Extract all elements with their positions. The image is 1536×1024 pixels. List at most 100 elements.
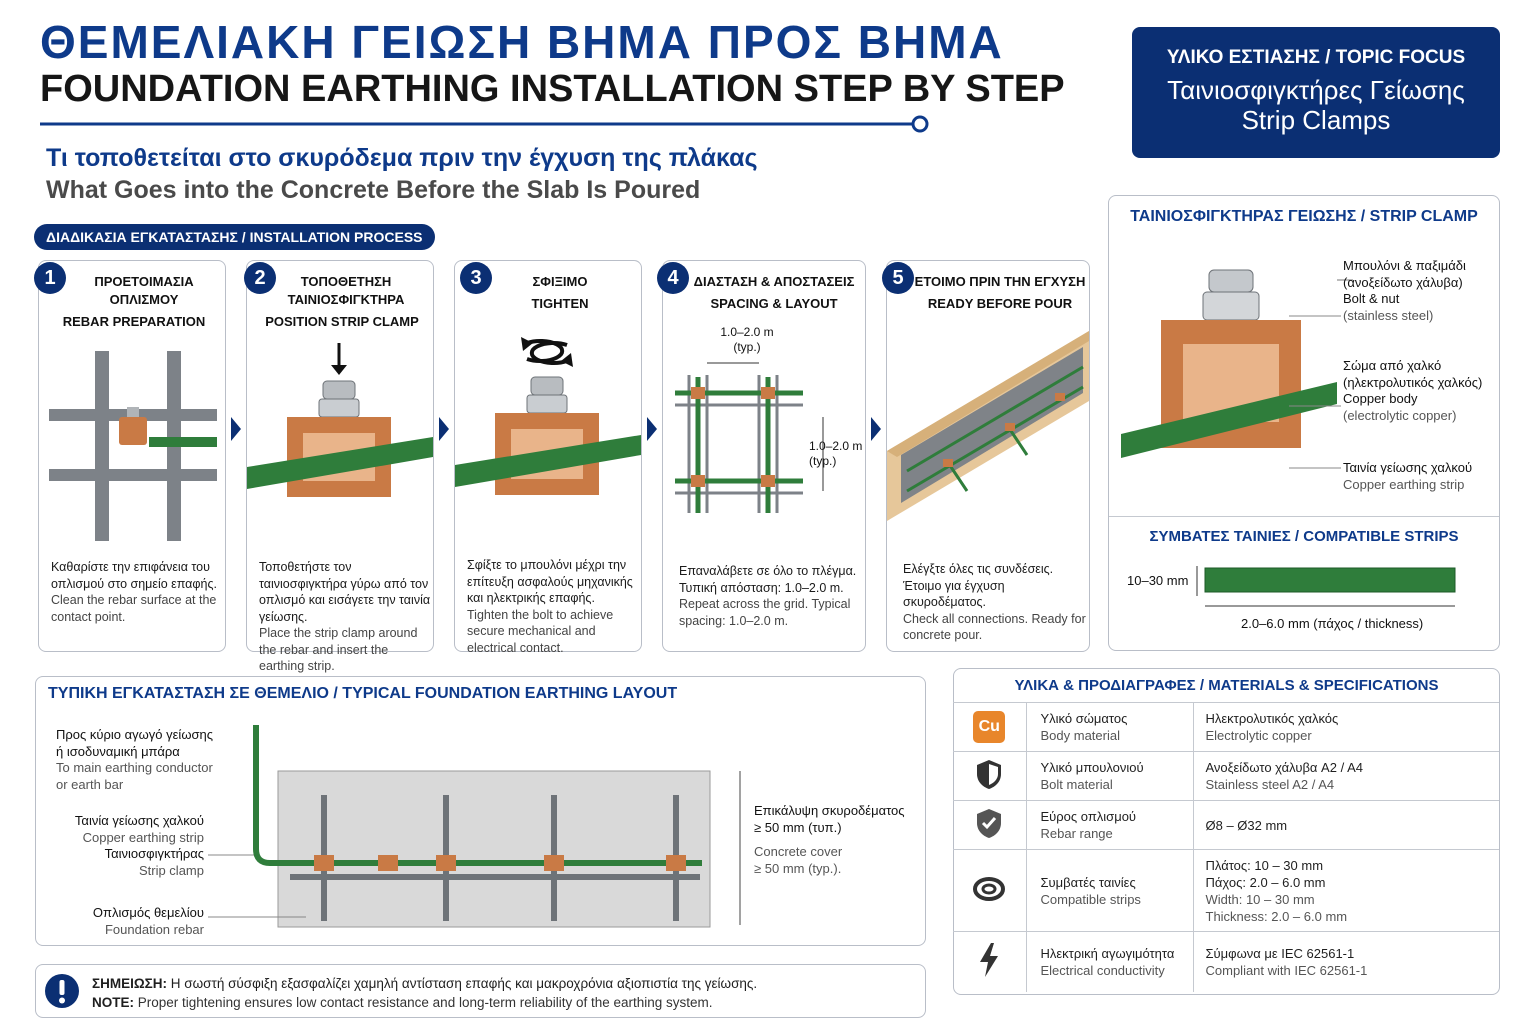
- step-5-number: 5: [882, 262, 914, 294]
- bolt-gr-2: (ανοξείδωτο χάλυβα): [1343, 274, 1463, 290]
- step-5-desc: Ελέγξτε όλες τις συνδέσεις. Έτοιμο για έ…: [903, 561, 1087, 644]
- spec-rebar-key-en: Rebar range: [1040, 826, 1113, 841]
- spec-strips-val-2: Πάχος: 2.0 – 6.0 mm: [1205, 874, 1326, 890]
- dim-h-value: 1.0–2.0 m: [720, 325, 774, 339]
- thickness-gr: 2.0–6.0 mm (πάχος: [1241, 616, 1354, 631]
- note-label-en: NOTE:: [92, 995, 134, 1010]
- dim-h-typ: (typ.): [733, 340, 761, 354]
- step-1-title-en: REBAR PREPARATION: [62, 314, 206, 329]
- spec-rebar-key-gr: Εύρος οπλισμού: [1040, 809, 1137, 824]
- step-2-desc-en: Place the strip clamp around the rebar a…: [259, 626, 418, 673]
- spec-bolt-val-1: Ανοξείδωτο χάλυβα A2 / A4: [1205, 760, 1363, 775]
- cover-en-1: Concrete cover: [754, 844, 843, 859]
- process-label: ΔΙΑΔΙΚΑΣΙΑ ΕΓΚΑΤΑΣΤΑΣΗΣ / INSTALLATION P…: [34, 224, 435, 250]
- typical-layout-title: ΤΥΠΙΚΗ ΕΓΚΑΤΑΣΤΑΣΗ ΣΕ ΘΕΜΕΛΙΟ / TYPICAL …: [48, 685, 678, 702]
- note-text: ΣΗΜΕΙΩΣΗ: Η σωστή σύσφιξη εξασφαλίζει χα…: [92, 974, 757, 1012]
- conductor-en-2: or earth bar: [56, 776, 124, 792]
- coiled-strip-icon: [973, 876, 1006, 901]
- step-4-desc-en: Repeat across the grid. Typical spacing:…: [679, 597, 851, 628]
- lightning-bolt-icon: [980, 942, 999, 977]
- subtitle-english: What Goes into the Concrete Before the S…: [46, 176, 701, 204]
- body-en-2: (electrolytic copper): [1343, 407, 1457, 423]
- step-5-desc-gr: Ελέγξτε όλες τις συνδέσεις. Έτοιμο για έ…: [903, 562, 1054, 609]
- step-5-title-en: READY BEFORE POUR: [927, 296, 1073, 311]
- copper-body-label: Σώμα από χαλκό (ηλεκτρολυτικός χαλκός) C…: [1343, 358, 1499, 424]
- ready-pour-illustration: [887, 331, 1089, 521]
- spec-cond-key-gr: Ηλεκτρική αγωγιμότητα: [1040, 945, 1175, 961]
- bolt-gr-1: Μπουλόνι & παξιμάδι: [1343, 258, 1466, 273]
- strip-width-label: 10–30 mm: [1127, 573, 1189, 588]
- layout-strip-label: Ταινία γείωσης χαλκού Copper earthing st…: [56, 813, 204, 846]
- topic-line-2: Strip Clamps: [1241, 105, 1391, 135]
- copper-cu-icon: Cu: [973, 711, 1006, 743]
- step-4-title-gr: ΔΙΑΣΤΑΣΗ & ΑΠΟΣΤΑΣΕΙΣ: [693, 274, 855, 289]
- spec-cond-key-en: Electrical conductivity: [1040, 962, 1165, 978]
- foundation-rebar-label: Οπλισμός θεμελίου Foundation rebar: [56, 905, 204, 938]
- title-underline: [40, 115, 929, 133]
- strip-clamp-title: ΤΑΙΝΙΟΣΦΙΓΚΤΗΡΑΣ ΓΕΙΩΣΗΣ / STRIP CLAMP: [1130, 208, 1478, 225]
- subtitle-greek: Τι τοποθετείται στο σκυρόδεμα πριν την έ…: [46, 144, 758, 172]
- shield-check-icon: [977, 809, 1002, 838]
- step-card-2: ΤΟΠΟΘΕΤΗΣΗ ΤΑΙΝΙΟΣΦΙΓΚΤΗΡΑ POSITION STRI…: [246, 260, 434, 673]
- step-3-desc-en: Tighten the bolt to achieve secure mecha…: [467, 607, 614, 655]
- exclamation-icon: [45, 974, 79, 1008]
- topic-line-1: Ταινιοσφιγκτήρες Γείωσης: [1167, 75, 1465, 105]
- body-gr-2: (ηλεκτρολυτικός χαλκός): [1343, 374, 1483, 390]
- cover-gr-2: ≥ 50 mm (τυπ.): [754, 819, 842, 835]
- layout-strip-en: Copper earthing strip: [82, 829, 204, 845]
- specs-title: ΥΛΙΚΑ & ΠΡΟΔΙΑΓΡΑΦΕΣ / MATERIALS & SPECI…: [1014, 677, 1439, 694]
- spec-rebar-val: Ø8 – Ø32 mm: [1205, 817, 1288, 833]
- step-5-desc-en: Check all connections. Ready for concret…: [903, 611, 1086, 643]
- step-arrow-2: [439, 417, 449, 441]
- step-4-desc-gr: Επαναλάβετε σε όλο το πλέγμα. Τυπική από…: [679, 564, 857, 595]
- spec-strips-key-en: Compatible strips: [1040, 891, 1141, 907]
- panel-divider: [1109, 516, 1499, 517]
- cover-en-2: ≥ 50 mm (typ.).: [754, 860, 842, 876]
- step-card-4: ΔΙΑΣΤΑΣΗ & ΑΠΟΣΤΑΣΕΙΣ SPACING & LAYOUT 1…: [662, 260, 866, 652]
- spec-body-val-2: Electrolytic copper: [1205, 728, 1312, 743]
- step-card-5: ΕΤΟΙΜΟ ΠΡΙΝ ΤΗΝ ΕΓΧΥΣΗ READY BEFORE POUR…: [886, 260, 1090, 652]
- topic-focus-box: ΥΛΙΚΟ ΕΣΤΙΑΣΗΣ / TOPIC FOCUS Ταινιοσφιγκ…: [1132, 27, 1500, 158]
- step-2-title-en: POSITION STRIP CLAMP: [265, 314, 419, 329]
- step-card-1: ΠΡΟΕΤΟΙΜΑΣΙΑ ΟΠΛΙΣΜΟΥ REBAR PREPARATION …: [38, 260, 226, 652]
- step-arrow-3: [647, 417, 657, 441]
- step-3-title-gr: ΣΦΙΞΙΜΟ: [532, 274, 588, 289]
- step-2-number: 2: [244, 262, 276, 294]
- bolt-nut-label: Μπουλόνι & παξιμάδι (ανοξείδωτο χάλυβα) …: [1343, 258, 1499, 324]
- strip-clamp-leaders: [1289, 315, 1341, 469]
- step-3-desc: Σφίξτε το μπουλόνι μέχρι την επίτευξη ασ…: [467, 557, 639, 656]
- layout-strip-gr: Ταινία γείωσης χαλκού: [74, 813, 204, 828]
- spec-body-key-gr: Υλικό σώματος: [1040, 711, 1128, 726]
- step-arrow-1: [231, 417, 241, 441]
- strip-en: Copper earthing strip: [1343, 476, 1465, 492]
- step-1-title-gr: ΠΡΟΕΤΟΙΜΑΣΙΑ ΟΠΛΙΣΜΟΥ: [94, 274, 194, 307]
- spec-strips-val-1: Πλάτος: 10 – 30 mm: [1205, 857, 1324, 873]
- step-4-desc: Επαναλάβετε σε όλο το πλέγμα. Τυπική από…: [679, 563, 863, 629]
- body-gr-1: Σώμα από χαλκό: [1343, 358, 1442, 373]
- step-2-desc-gr: Τοποθετήστε τον ταινιοσφιγκτήρα γύρω από…: [259, 560, 431, 624]
- step-4-spacing-horizontal: 1.0–2.0 m(typ.): [707, 325, 787, 355]
- step-1-number: 1: [34, 262, 66, 294]
- step-3-title-en: TIGHTEN: [531, 296, 589, 311]
- note-box: ΣΗΜΕΙΩΣΗ: Η σωστή σύσφιξη εξασφαλίζει χα…: [35, 964, 926, 1018]
- position-clamp-illustration: [247, 343, 433, 497]
- strip-thickness-label: 2.0–6.0 mm (πάχος / thickness): [1241, 616, 1423, 633]
- topic-label: ΥΛΙΚΟ ΕΣΤΙΑΣΗΣ / TOPIC FOCUS: [1166, 47, 1466, 68]
- compatible-strips-title: ΣΥΜΒΑΤΕΣ ΤΑΙΝΙΕΣ / COMPATIBLE STRIPS: [1149, 528, 1459, 545]
- layout-rebar-en: Foundation rebar: [104, 921, 204, 937]
- spec-body-val-1: Ηλεκτρολυτικός χαλκός: [1205, 711, 1339, 726]
- spec-cond-val-2: Compliant with IEC 62561-1: [1205, 962, 1368, 978]
- title-english: FOUNDATION EARTHING INSTALLATION STEP BY…: [40, 68, 1065, 110]
- step-4-title-en: SPACING & LAYOUT: [710, 296, 838, 311]
- spec-bolt-key-en: Bolt material: [1040, 777, 1113, 792]
- dim-v-value: 1.0–2.0 m: [809, 439, 863, 453]
- layout-clamp-gr: Ταινιοσφιγκτήρας: [104, 846, 204, 861]
- bolt-en-1: Bolt & nut: [1343, 291, 1400, 306]
- step-1-desc-gr: Καθαρίστε την επιφάνεια του οπλισμού στο…: [51, 560, 217, 591]
- strip-clamp-panel: ΤΑΙΝΙΟΣΦΙΓΚΤΗΡΑΣ ΓΕΙΩΣΗΣ / STRIP CLAMP Μ…: [1108, 195, 1500, 651]
- step-1-desc: Καθαρίστε την επιφάνεια του οπλισμού στο…: [51, 559, 221, 625]
